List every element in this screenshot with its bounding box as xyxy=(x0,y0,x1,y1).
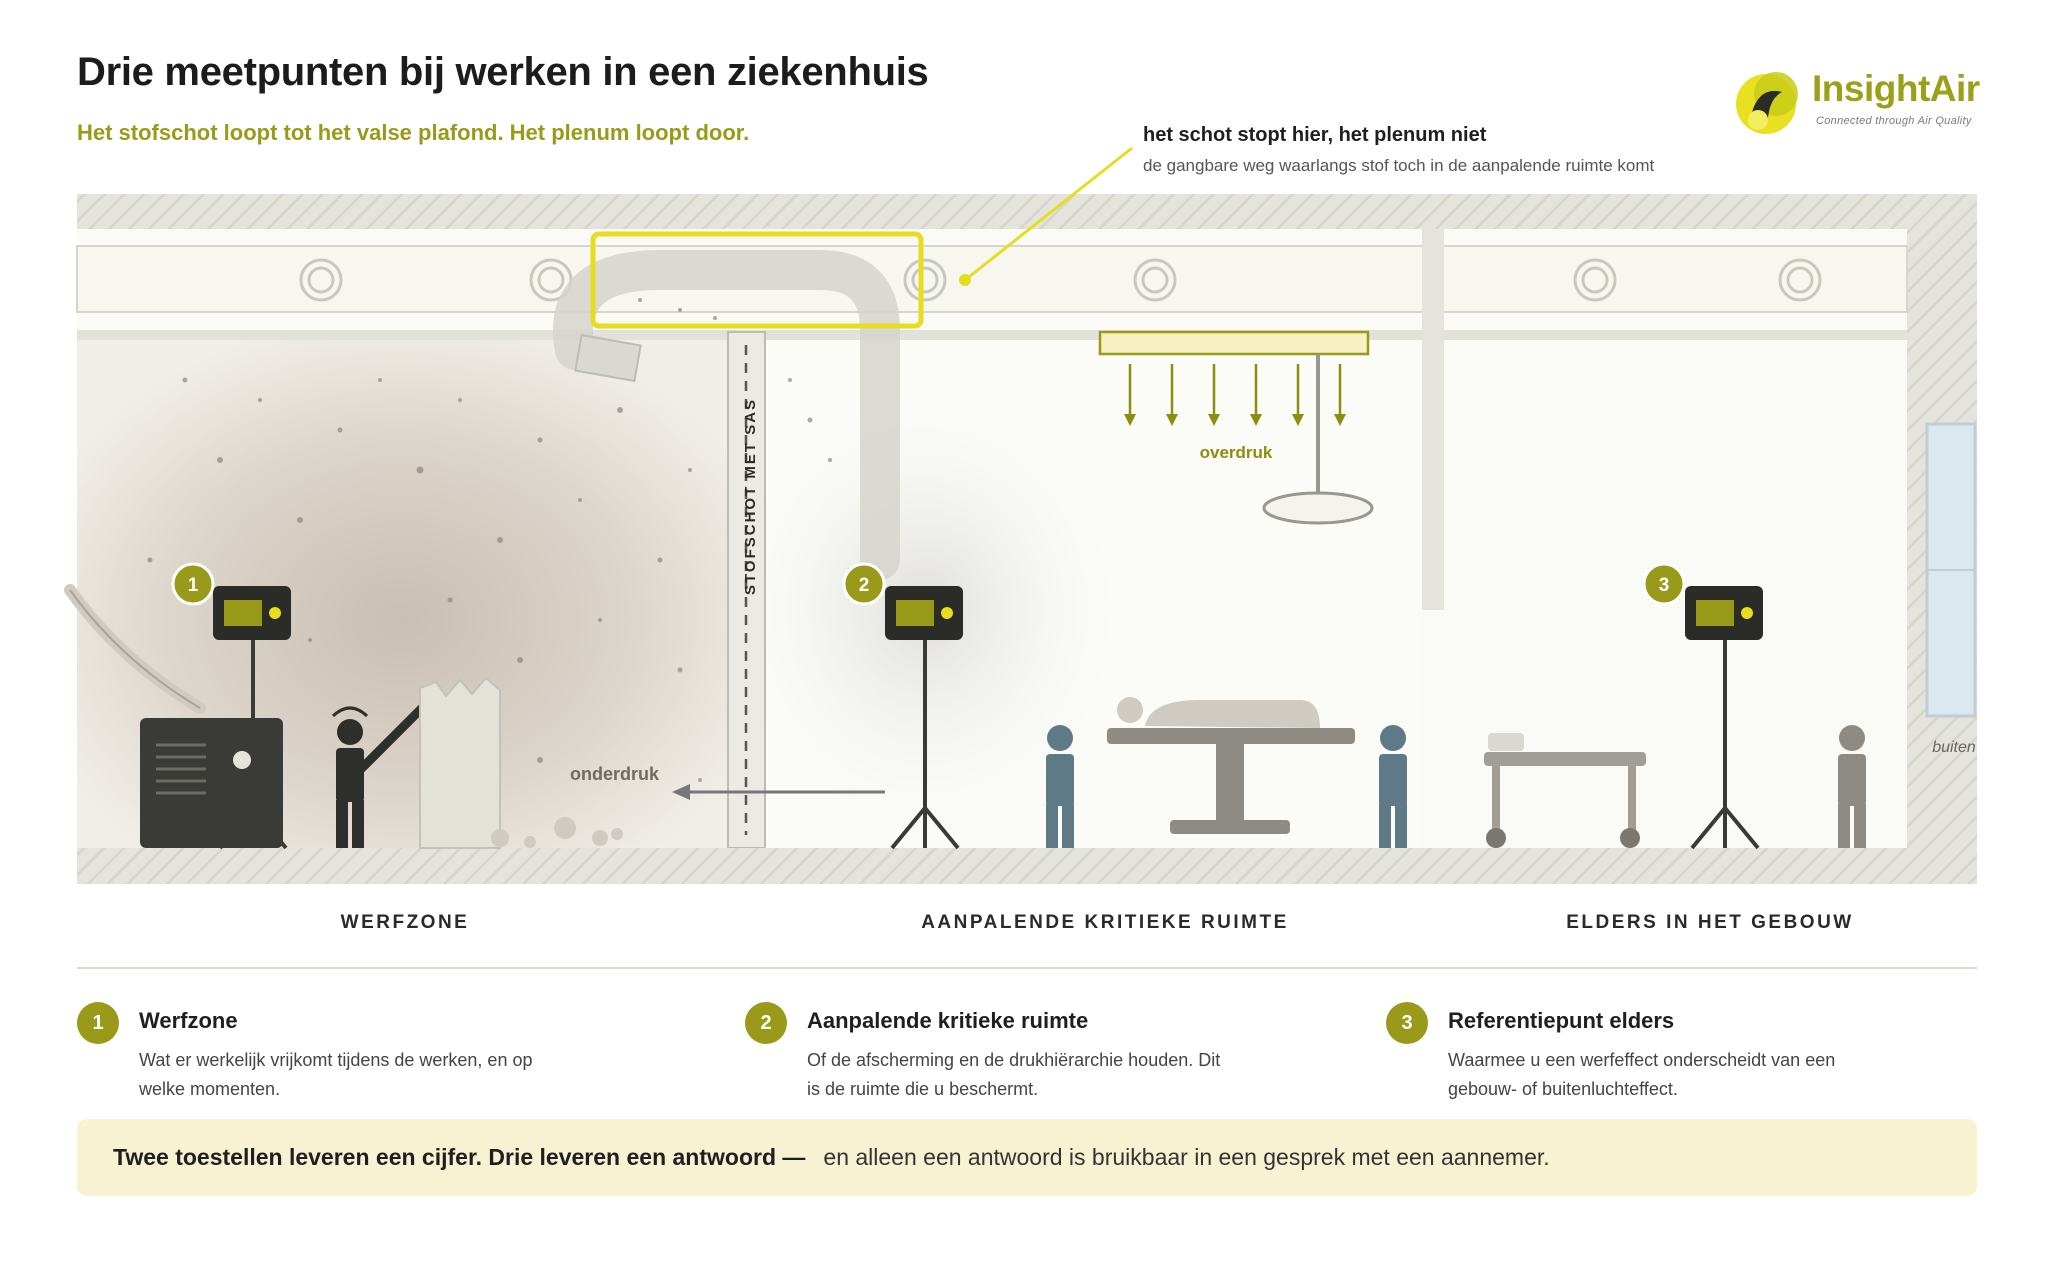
dust-particles xyxy=(147,298,832,782)
outside-label: buiten xyxy=(1932,739,1976,756)
false-ceiling xyxy=(77,330,1907,340)
callout-line xyxy=(964,146,1133,282)
monitor-3-badge: 3 xyxy=(1659,575,1670,596)
staff-figure-right xyxy=(1379,725,1407,848)
logo-mark-icon xyxy=(1736,72,1798,134)
plenum xyxy=(76,245,1908,313)
legend-badge: 1 xyxy=(77,1002,119,1044)
monitor-1: 1 xyxy=(171,562,291,850)
surgical-lamp xyxy=(1262,491,1374,525)
legend-title: Referentiepunt elders xyxy=(1448,1008,1675,1033)
dust-path xyxy=(553,250,900,580)
interior-wall xyxy=(1422,229,1444,610)
legend-title: Aanpalende kritieke ruimte xyxy=(807,1008,1089,1033)
monitor-3: 3 xyxy=(1642,562,1763,850)
monitor-2-badge: 2 xyxy=(859,575,870,596)
zone-label-elders: ELDERS IN HET GEBOUW xyxy=(1566,912,1854,933)
zone-label-kritieke-ruimte: AANPALENDE KRITIEKE RUIMTE xyxy=(921,912,1289,933)
overpressure-arrows xyxy=(1124,364,1346,426)
page-subtitle: Het stofschot loopt tot het valse plafon… xyxy=(77,120,750,145)
monitor-2: 2 xyxy=(842,562,963,850)
overpressure-label: overdruk xyxy=(1200,443,1273,462)
plenum-highlight xyxy=(590,231,924,329)
insightair-logo: InsightAir Connected through Air Quality xyxy=(1730,58,2000,148)
conclusion-bar: Twee toestellen leveren een cijfer. Drie… xyxy=(77,1119,1977,1196)
logo-tagline: Connected through Air Quality xyxy=(1816,115,1972,127)
legend-title: Werfzone xyxy=(139,1008,238,1033)
overpressure-unit xyxy=(1098,330,1370,356)
page-title: Drie meetpunten bij werken in een zieken… xyxy=(77,50,929,94)
logo-name: InsightAir xyxy=(1812,68,1980,109)
section-divider xyxy=(77,967,1977,969)
callout-subtitle: de gangbare weg waarlangs stof toch in d… xyxy=(1143,156,1655,175)
legend-text: Of de afscherming en de drukhiërarchie h… xyxy=(807,1050,1221,1099)
person-figure-elders xyxy=(1838,725,1866,848)
legend-text: Wat er werkelijk vrijkomt tijdens de wer… xyxy=(139,1050,533,1099)
underpressure-label: onderdruk xyxy=(570,764,660,784)
partition-label: STOFSCHOT MET SAS xyxy=(742,398,759,595)
callout-title: het schot stopt hier, het plenum niet xyxy=(1143,124,1487,146)
ceiling-diffusers xyxy=(299,258,1822,302)
legend-text: Waarmee u een werfeffect onderscheidt va… xyxy=(1448,1050,1836,1099)
staff-figure-left xyxy=(1046,725,1074,848)
building-section-illustration: STOFSCHOT MET SAS onderdruk overdruk bui… xyxy=(64,146,1977,884)
hospital-bed xyxy=(1484,733,1646,848)
demolished-wall xyxy=(419,676,501,849)
operating-table xyxy=(1107,697,1355,834)
worker-figure xyxy=(336,697,433,848)
legend-badge: 2 xyxy=(745,1002,787,1044)
zone-label-werfzone: WERFZONE xyxy=(340,912,470,933)
air-scrubber xyxy=(140,718,283,848)
monitor-1-badge: 1 xyxy=(188,575,199,596)
conclusion-bold: Twee toestellen leveren een cijfer. Drie… xyxy=(113,1144,806,1170)
conclusion-text: en alleen een antwoord is bruikbaar in e… xyxy=(823,1144,1550,1170)
legend-badge: 3 xyxy=(1386,1002,1428,1044)
